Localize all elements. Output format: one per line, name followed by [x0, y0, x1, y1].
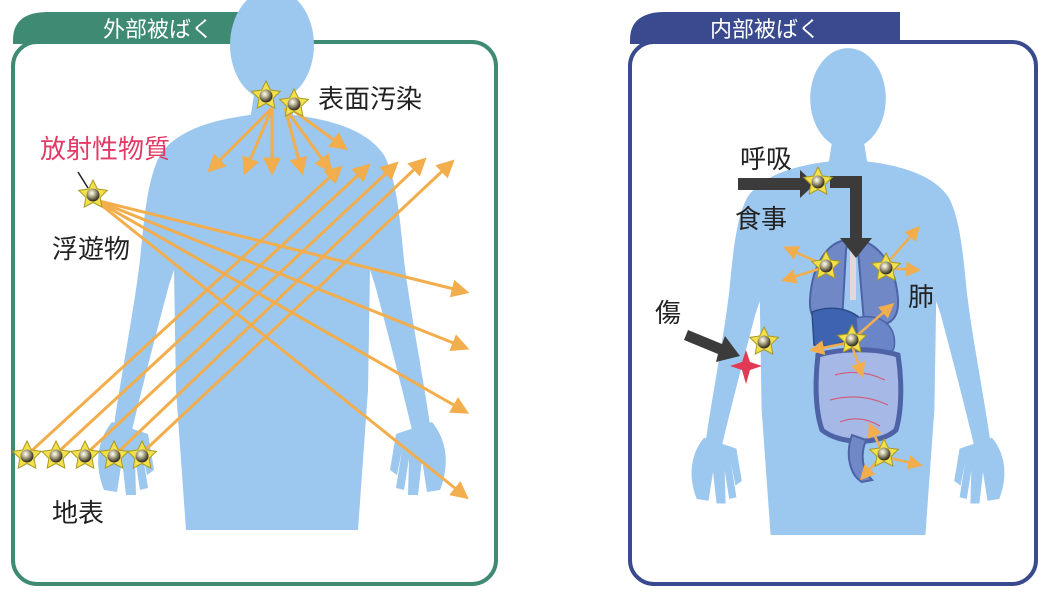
radioactive-material-label: 放射性物質 — [40, 135, 170, 165]
intake-arrows — [684, 170, 872, 362]
internal-exposure-panel: 内部被ばく — [628, 12, 1038, 586]
external-exposure-panel: 外部被ばく — [11, 0, 498, 586]
wound-arrow — [684, 330, 740, 362]
external-panel-title: 外部被ばく — [103, 18, 213, 43]
intestines — [813, 347, 904, 444]
internal-panel-title: 内部被ばく — [710, 18, 820, 43]
internal-panel-tab — [630, 12, 900, 44]
eating-label: 食事 — [735, 205, 787, 235]
surface-contamination-label: 表面汚染 — [318, 85, 422, 115]
wound-mark — [730, 350, 762, 384]
wound-label: 傷 — [655, 299, 681, 329]
breathing-label: 呼吸 — [740, 145, 792, 175]
esophagus-arrow — [830, 176, 872, 258]
ground-label: 地表 — [52, 499, 104, 529]
ground-rays — [25, 157, 455, 457]
airborne-label: 浮遊物 — [52, 235, 130, 265]
breathing-arrow — [738, 170, 815, 198]
lungs-label: 肺 — [908, 283, 934, 313]
external-panel-tab — [13, 12, 300, 44]
